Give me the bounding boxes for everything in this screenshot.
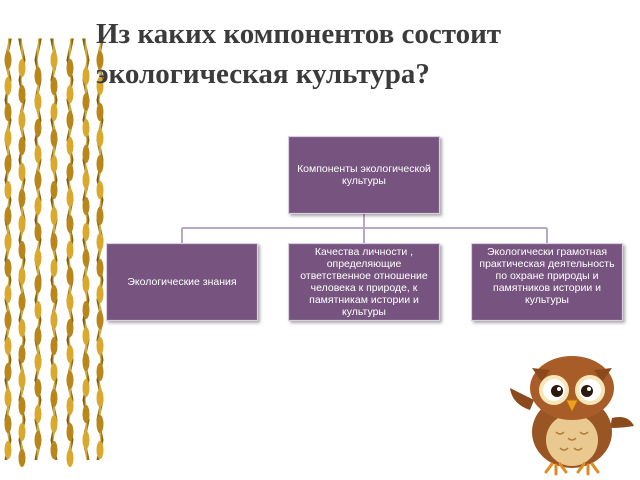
wheat-decoration-icon [4,38,104,467]
node-label: Экологически грамотная практическая деят… [479,246,615,306]
owl-mascot-icon [510,356,634,476]
root-node-label: Компоненты экологической культуры [297,163,431,187]
node-label: Экологические знания [127,276,237,288]
node-label: Качества личности , определяющие ответст… [300,246,428,318]
diagram-root-node: Компоненты экологической культуры [288,136,440,214]
diagram-node-personal-qualities: Качества личности , определяющие ответст… [288,243,440,321]
slide-title: Из каких компонентов состоит экологическ… [96,18,502,90]
diagram-node-practical-activity: Экологически грамотная практическая деят… [471,243,623,321]
diagram-node-knowledge: Экологические знания [106,243,258,321]
